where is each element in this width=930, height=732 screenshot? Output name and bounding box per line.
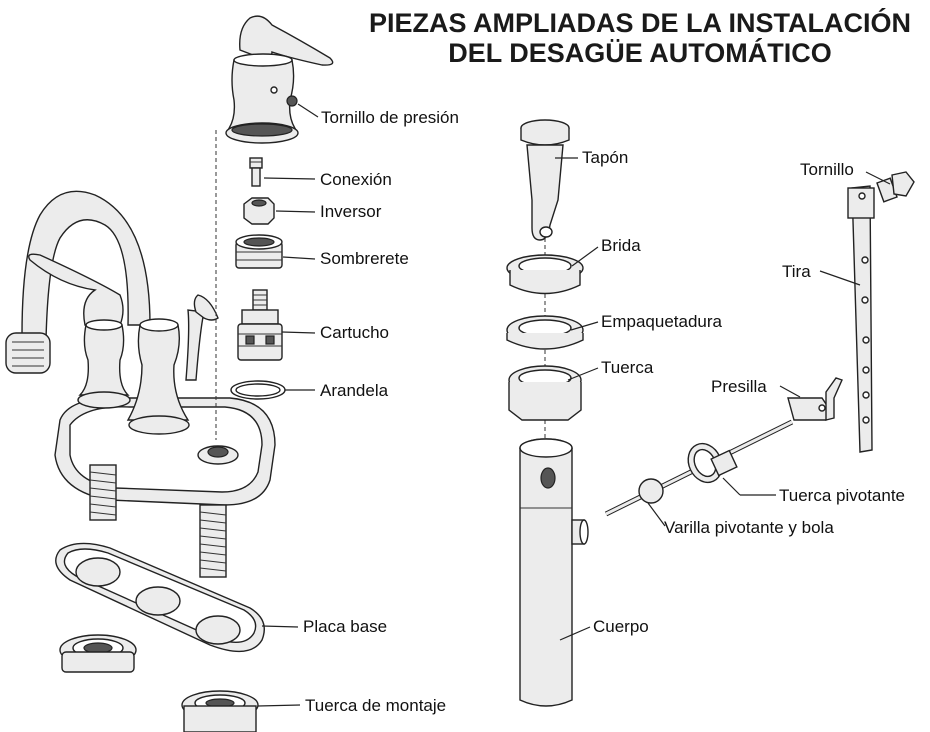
- label-flange: Brida: [601, 236, 641, 255]
- label-diverter: Inversor: [320, 202, 382, 221]
- label-nut: Tuerca: [601, 358, 654, 377]
- label-mounting-nut: Tuerca de montaje: [305, 696, 447, 715]
- base-plate-part: [55, 542, 265, 653]
- strap-part: [847, 185, 875, 453]
- right-shank-threads: [199, 511, 227, 572]
- label-screw: Tornillo: [800, 160, 854, 179]
- washer-part: [230, 380, 286, 400]
- clip-part: [787, 377, 843, 421]
- stopper-part: [520, 119, 570, 241]
- title-line-2: DEL DESAGÜE AUTOMÁTICO: [448, 38, 832, 68]
- label-base-plate: Placa base: [303, 617, 388, 636]
- bonnet-nut-part: [235, 234, 283, 269]
- left-shank-threads: [89, 471, 117, 516]
- gasket-part: [506, 315, 584, 350]
- diverter-part: [243, 197, 275, 225]
- label-bonnet-nut: Sombrerete: [320, 249, 409, 268]
- label-adapter: Conexión: [320, 170, 392, 189]
- label-cartridge: Cartucho: [320, 323, 389, 342]
- mounting-nut-right-part: [181, 690, 259, 732]
- cartridge-part: [237, 289, 283, 361]
- label-set-screw: Tornillo de presión: [321, 108, 459, 127]
- title-line-1: PIEZAS AMPLIADAS DE LA INSTALACIÓN: [368, 8, 911, 38]
- label-washer: Arandela: [320, 381, 389, 400]
- label-stopper: Tapón: [582, 148, 629, 167]
- pivot-nut-part: [687, 442, 738, 484]
- body-part: [519, 438, 589, 707]
- faucet-body: [5, 190, 276, 578]
- label-clip: Presilla: [711, 377, 767, 396]
- leader-lines: [257, 103, 891, 707]
- screw-part: [876, 171, 915, 203]
- handle-part: [225, 15, 334, 144]
- mounting-nut-left-part: [59, 634, 137, 673]
- label-body: Cuerpo: [593, 617, 649, 636]
- diagram-title: PIEZAS AMPLIADAS DE LA INSTALACIÓN DEL D…: [350, 8, 930, 68]
- adapter-part: [249, 157, 263, 187]
- label-pivot-nut: Tuerca pivotante: [779, 486, 905, 505]
- label-pivot-rod: Varilla pivotante y bola: [664, 518, 834, 537]
- label-gasket: Empaquetadura: [601, 312, 722, 331]
- nut-part: [508, 365, 582, 421]
- flange-part: [506, 254, 584, 295]
- label-strap: Tira: [782, 262, 811, 281]
- set-screw-part: [286, 95, 298, 107]
